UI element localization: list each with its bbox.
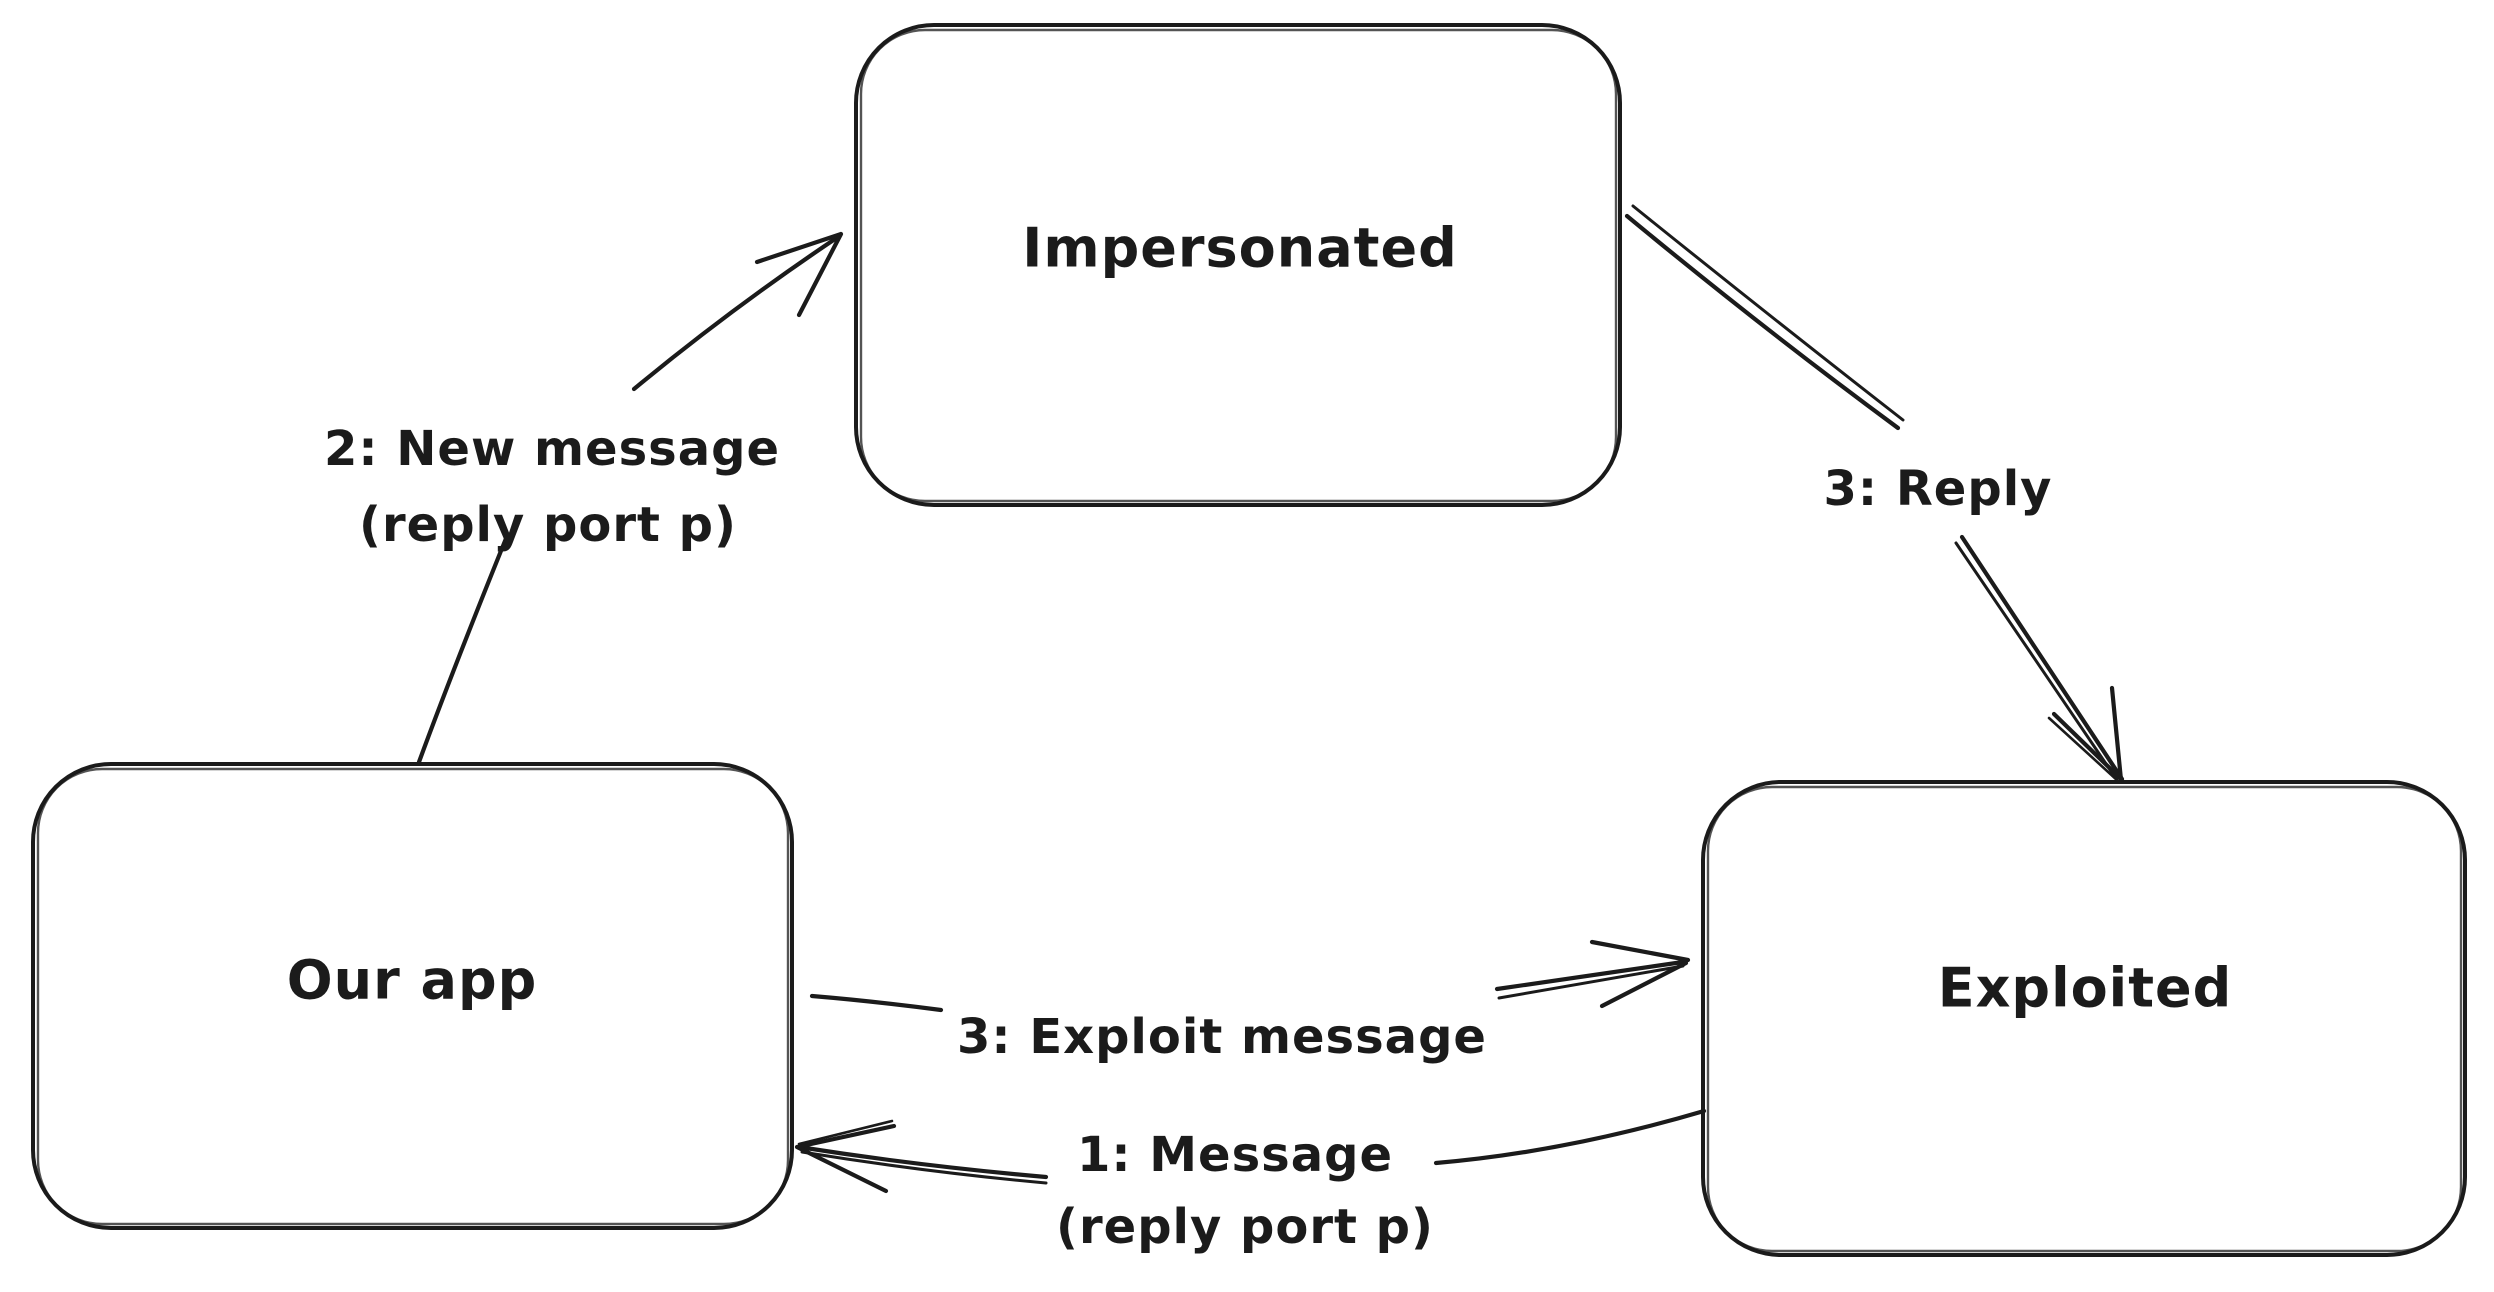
node-exploited-box-sketch-stroke <box>1706 785 2463 1253</box>
arrow-message: 1: Message (reply port p) <box>794 1108 1707 1255</box>
node-impersonated: Impersonated <box>854 23 1622 507</box>
arrow-reply: 3: Reply <box>1624 204 2125 783</box>
arrow-exploit-message-label-line-1: 3: Exploit message <box>957 1009 1487 1065</box>
arrow-reply-arrowhead-sketch-stroke <box>2047 716 2120 783</box>
arrow-reply-shaft-lower <box>1959 534 2125 782</box>
arrow-message-shaft-right <box>1433 1108 1707 1166</box>
arrow-exploit-message-arrowhead-lower-barb <box>1599 960 1689 1009</box>
arrow-exploit-message: 3: Exploit message <box>809 939 1691 1065</box>
node-exploited-label: Exploited <box>1938 957 2233 1020</box>
node-exploited-box <box>1701 780 2467 1257</box>
node-our-app-box <box>31 762 794 1230</box>
node-our-app: Our app <box>31 762 794 1230</box>
node-impersonated-label: Impersonated <box>1022 217 1457 280</box>
arrow-new-message-label-line-2: (reply port p) <box>359 497 737 553</box>
arrow-message-shaft-left <box>796 1144 1049 1180</box>
node-exploited: Exploited <box>1701 780 2467 1257</box>
arrow-message-label-line-2: (reply port p) <box>1056 1199 1434 1255</box>
node-our-app-box-sketch-stroke <box>36 767 790 1226</box>
arrow-message-shaft-left-sketch-stroke <box>800 1150 1048 1185</box>
node-our-app-label: Our app <box>287 949 538 1012</box>
arrow-new-message-shaft-lower <box>416 533 510 765</box>
arrow-exploit-message-shaft-right <box>1494 959 1686 992</box>
arrow-message-arrowhead <box>794 1123 897 1194</box>
arrow-reply-label-line-1: 3: Reply <box>1824 461 2053 517</box>
arrow-new-message-shaft-upper <box>631 234 841 392</box>
arrow-exploit-message-arrowhead-upper-barb <box>1589 939 1691 963</box>
arrow-exploit-message-shaft-left <box>809 993 944 1013</box>
arrow-message-arrowhead-sketch-stroke <box>797 1119 894 1146</box>
arrow-message-label-line-1: 1: Message <box>1077 1127 1393 1183</box>
arrow-new-message-arrowhead <box>754 231 844 318</box>
arrow-reply-shaft-upper-sketch-stroke <box>1631 204 1905 422</box>
arrow-new-message-label-line-1: 2: New message <box>324 421 780 477</box>
arrow-reply-shaft-upper <box>1624 213 1901 431</box>
node-impersonated-box-sketch-stroke <box>859 28 1618 503</box>
node-impersonated-box <box>854 23 1622 507</box>
arrow-reply-shaft-lower-sketch-stroke <box>1954 541 2119 782</box>
arrow-new-message: 2: New message (reply port p) <box>324 231 844 765</box>
arrow-exploit-message-shaft-right-sketch-stroke <box>1497 964 1685 1000</box>
arrow-reply-arrowhead <box>2051 685 2125 783</box>
